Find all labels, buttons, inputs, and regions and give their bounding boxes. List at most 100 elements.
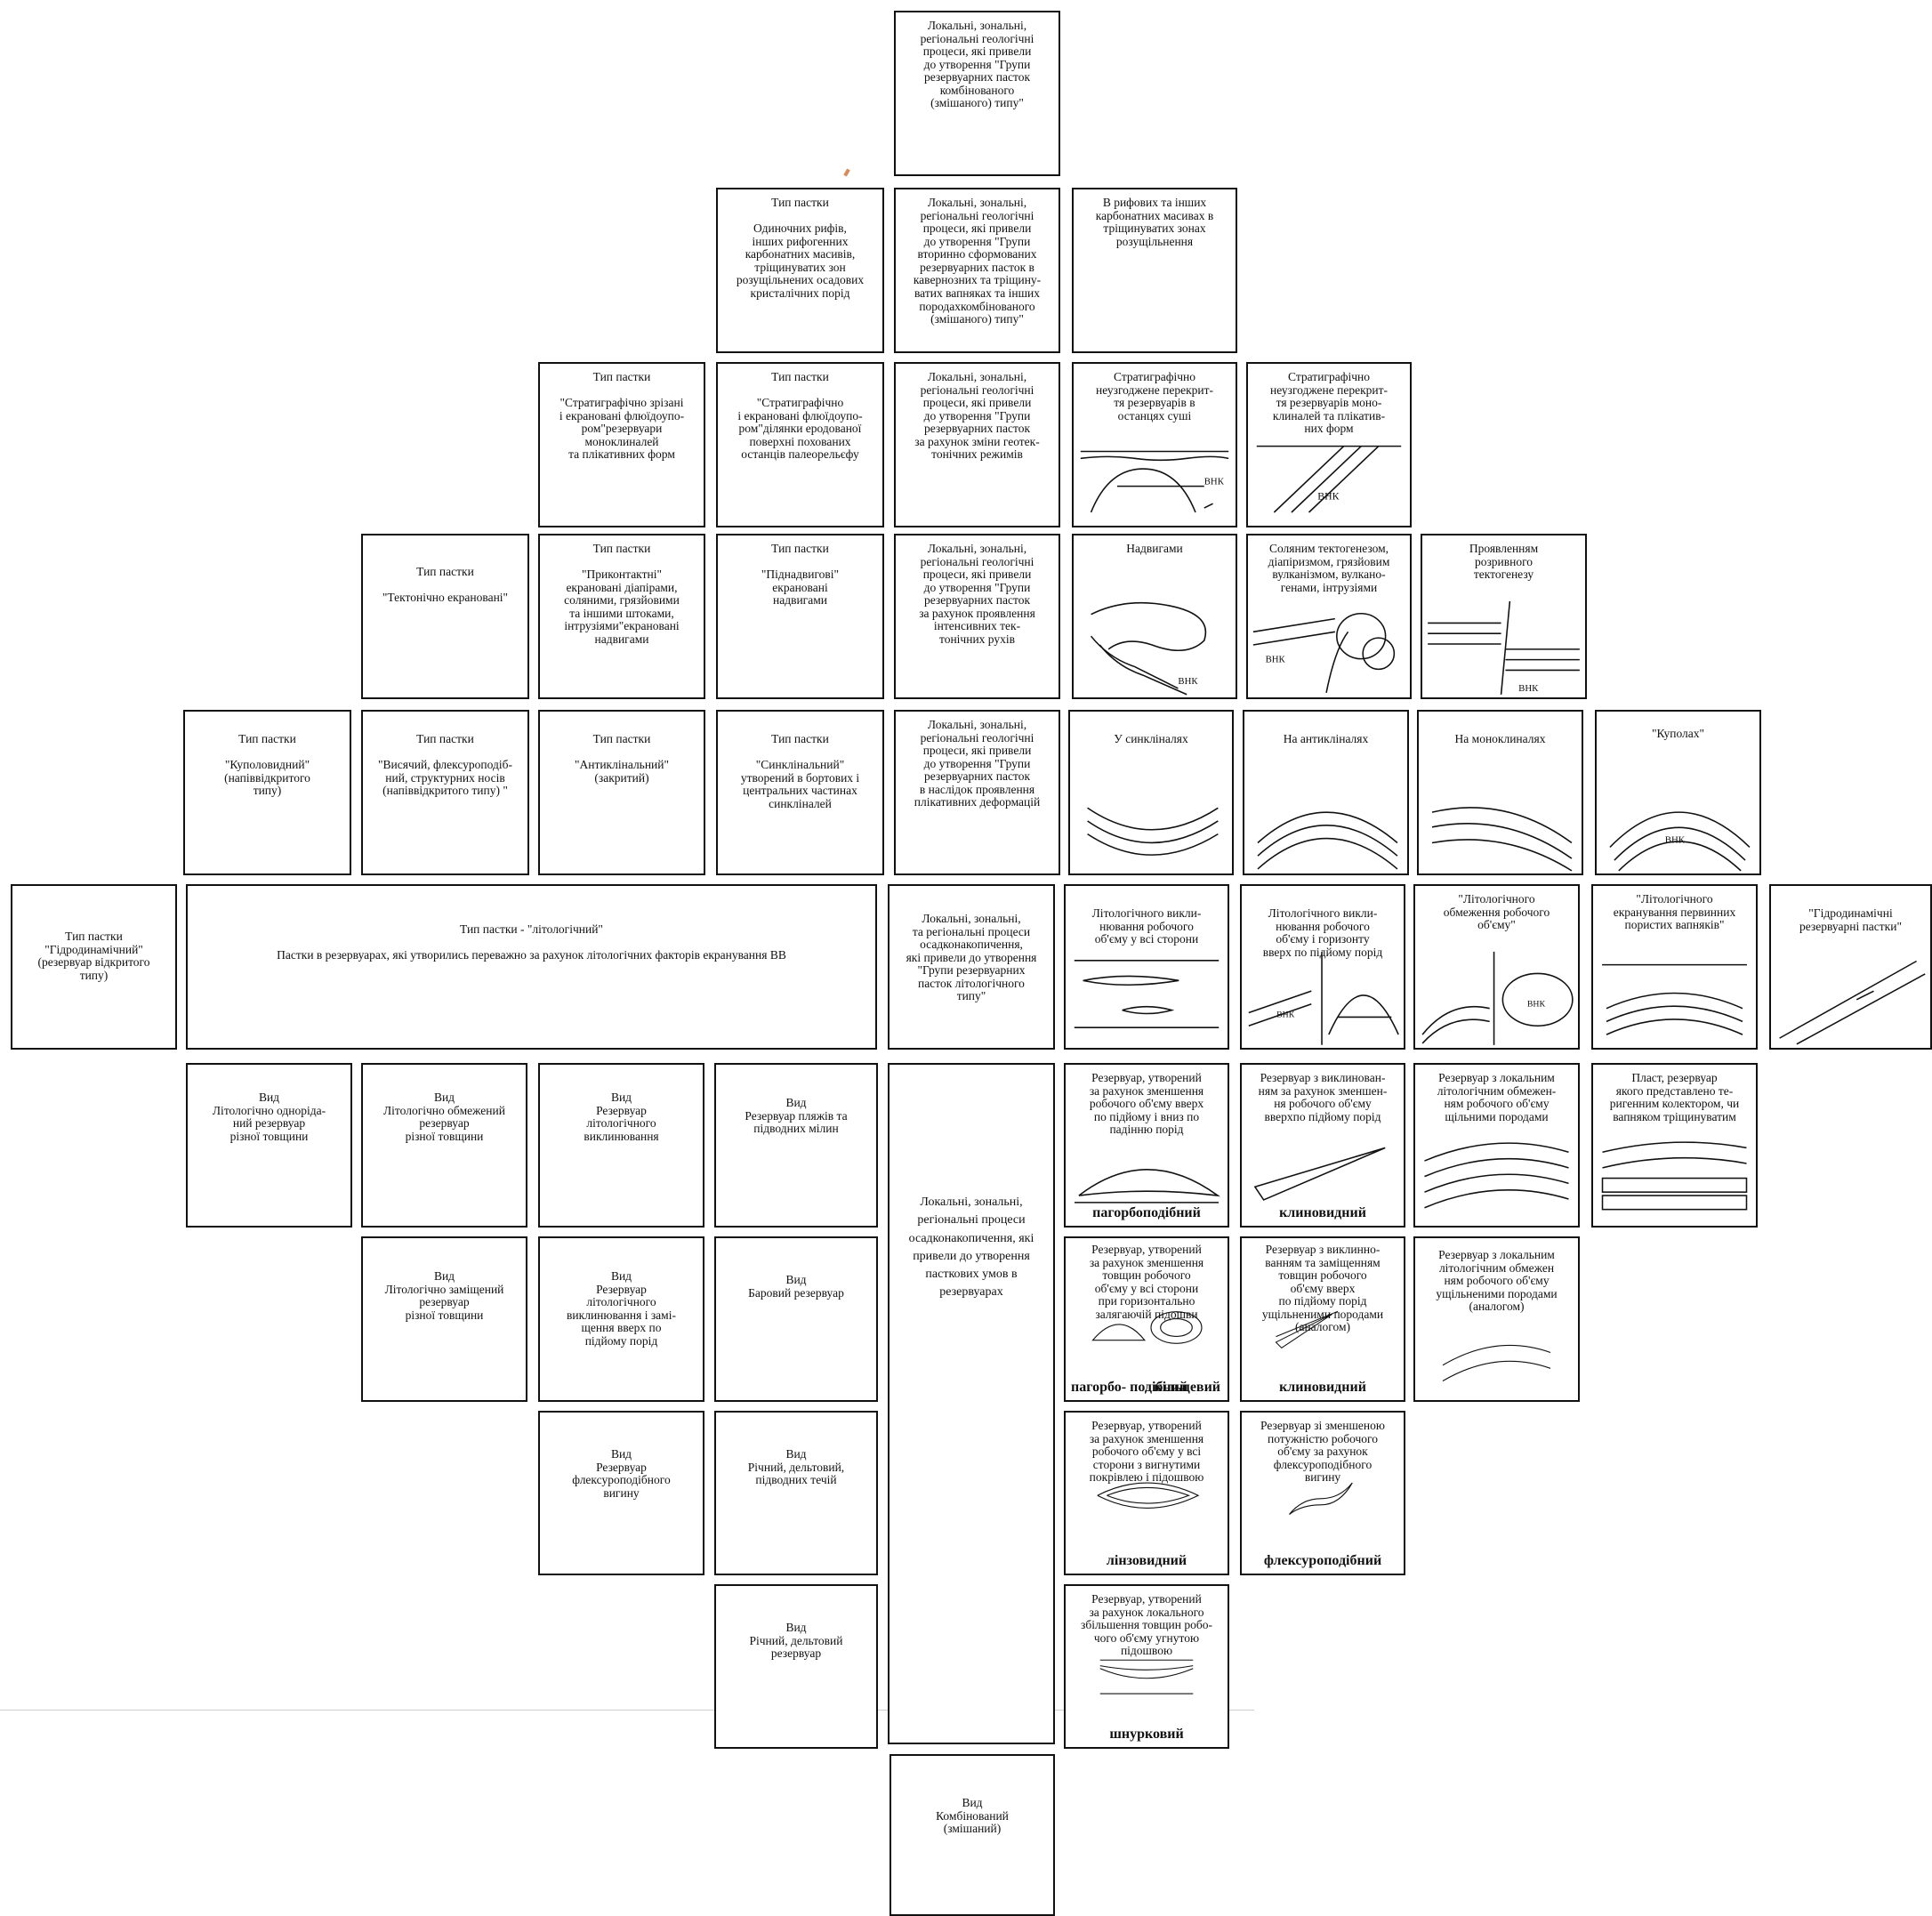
trap-type-lithologic: Тип пастки - "літологічний" Пастки в рез… xyxy=(186,884,877,1050)
box-text: Літологічного викли- нювання робочого об… xyxy=(1262,906,1383,959)
box-text: На антикліналях xyxy=(1283,732,1369,745)
sketch-wedge-replace xyxy=(1275,1310,1339,1349)
subtype-lens: Резервуар, утворений за рахунок зменшенн… xyxy=(1064,1411,1229,1575)
trap-type-hydrodynamic: Тип пастки "Гідродинамічний" (резервуар … xyxy=(11,884,177,1050)
trap-type-strat-cut: Тип пастки "Стратиграфічно зрізані і екр… xyxy=(538,362,705,527)
box-text: Проявленням розривного тектогенезу xyxy=(1469,542,1539,582)
subtype-hydrodynamic: "Гідродинамічні резервуарні пастки" xyxy=(1769,884,1932,1050)
box-text: Стратиграфічно неузгоджене перекрит- тя … xyxy=(1269,370,1388,436)
subtype-reef-massifs: В рифових та інших карбонатних масивах в… xyxy=(1072,188,1237,353)
subtype-synclines: У синкліналях xyxy=(1068,710,1234,875)
box-text: Локальні, зональні, регіональні геологіч… xyxy=(914,370,1040,462)
trap-type-tectonic: Тип пастки "Тектонічно екрановані" xyxy=(361,534,529,699)
process-box-secondary: Локальні, зональні, регіональні геологіч… xyxy=(894,188,1060,353)
sketch-hydro xyxy=(1779,961,1926,1045)
sketch-anticline xyxy=(1257,811,1398,870)
vnk-label: ВНК xyxy=(1276,1010,1295,1020)
trap-type-subthrust: Тип пастки "Піднадвигові" екрановані над… xyxy=(716,534,884,699)
kind-flexure: Вид Резервуар флексуроподібного вигину xyxy=(538,1411,704,1575)
kind-combined: Вид Комбінований (змішаний) xyxy=(890,1754,1055,1916)
kind-beach: Вид Резервуар пляжів та підводних мілин xyxy=(714,1063,878,1228)
vnk-label: ВНК xyxy=(1204,477,1225,487)
vnk-label: ВНК xyxy=(1527,1000,1546,1010)
subtype-domes: "Куполах" ВНК xyxy=(1595,710,1761,875)
subtype-mound: Резервуар, утворений за рахунок зменшенн… xyxy=(1064,1063,1229,1228)
sketch-local-limit xyxy=(1424,1142,1569,1209)
caption-mound-2: пагорбо- подібний xyxy=(1071,1380,1188,1395)
vnk-label: ВНК xyxy=(1518,683,1539,694)
sketch-monocline xyxy=(1431,807,1573,872)
subtype-flexure: Резервуар зі зменшеною потужністю робочо… xyxy=(1240,1411,1405,1575)
sketch-pinchout: ВНК xyxy=(1248,952,1399,1045)
subtype-lith-pinchout-all: Літологічного викли- нювання робочого об… xyxy=(1064,884,1229,1050)
sketch-monocline-cut: ВНК xyxy=(1256,446,1402,513)
caption-wedge: клиновидний xyxy=(1279,1204,1366,1220)
subtype-lith-limit: "Літологічного обмеження робочого об'єму… xyxy=(1413,884,1580,1050)
vnk-label: ВНК xyxy=(1665,835,1686,846)
box-text: Резервуар, утворений за рахунок зменшенн… xyxy=(1089,1071,1204,1137)
box-text: Локальні, зональні, регіональні геологіч… xyxy=(914,718,1041,809)
box-text: Вид Літологічно одноріда- ний резервуар … xyxy=(212,1091,326,1143)
trap-type-syncline: Тип пастки "Синклінальний" утворений в б… xyxy=(716,710,884,875)
box-text: Вид Резервуар літологічного виклинювання… xyxy=(567,1269,676,1348)
box-text: Літологічного викли- нювання робочого об… xyxy=(1091,906,1202,946)
subtype-strat-land: Стратиграфічно неузгоджене перекрит- тя … xyxy=(1072,362,1237,527)
box-text: Соляним тектогенезом, діапіризмом, грязй… xyxy=(1268,542,1390,594)
box-text: Тип пастки "Синклінальний" утворений в б… xyxy=(740,732,860,810)
vnk-label: ВНК xyxy=(1178,676,1198,687)
box-text: Локальні, зональні, регіональні процеси … xyxy=(908,1195,1034,1300)
sketch-fractured xyxy=(1601,1141,1748,1211)
trap-type-contact: Тип пастки "Приконтактні" екрановані діа… xyxy=(538,534,705,699)
subtype-fractured: Пласт, резервуар якого представлено те- … xyxy=(1591,1063,1758,1228)
box-text: Вид Річний, дельтовий резервуар xyxy=(749,1621,843,1661)
caption-flexure: флексуроподібний xyxy=(1263,1552,1382,1568)
box-text: Тип пастки Одиночних рифів, інших рифоге… xyxy=(736,196,865,301)
box-text: Тип пастки "Куполовидний" (напіввідкрито… xyxy=(224,732,310,798)
subtype-shoestring: Резервуар, утворений за рахунок локально… xyxy=(1064,1584,1229,1749)
caption-lens: лінзовидний xyxy=(1106,1552,1187,1568)
box-text: Стратиграфічно неузгоджене перекрит- тя … xyxy=(1095,370,1213,423)
box-text: Локальні, зональні, регіональні геологіч… xyxy=(913,196,1042,326)
subtype-wedge-replace: Резервуар з виклинно- ванням та заміщенн… xyxy=(1240,1236,1405,1402)
sketch-limit: ВНК xyxy=(1421,952,1574,1046)
kind-river-delta: Вид Річний, дельтовий, підводних течій xyxy=(714,1411,878,1575)
sketch-mound xyxy=(1075,1168,1220,1204)
box-text: У синкліналях xyxy=(1114,732,1188,745)
sketch-thrust: ВНК xyxy=(1090,602,1207,696)
trap-type-strat-eroded: Тип пастки "Стратиграфічно і екрановані … xyxy=(716,362,884,527)
caption-mound: пагорбоподібний xyxy=(1092,1204,1201,1220)
kind-pinchout: Вид Резервуар літологічного виклинювання xyxy=(538,1063,704,1228)
trap-type-dome: Тип пастки "Куполовидний" (напіввідкрито… xyxy=(183,710,351,875)
box-text: Резервуар зі зменшеною потужністю робочо… xyxy=(1260,1419,1385,1485)
vnk-label: ВНК xyxy=(1317,490,1339,502)
box-text: Пласт, резервуар якого представлено те- … xyxy=(1609,1071,1740,1123)
caption-ring: кільцевий xyxy=(1154,1379,1221,1395)
box-text: Тип пастки "Піднадвигові" екрановані над… xyxy=(761,542,840,608)
box-text: Вид Літологічно обмежений резервуар різн… xyxy=(383,1091,505,1143)
caption-wedge-2: клиновидний xyxy=(1279,1379,1366,1395)
sketch-shoestring xyxy=(1099,1659,1194,1695)
box-text: "Куполах" xyxy=(1651,727,1705,740)
box-text: Тип пастки "Тектонічно екрановані" xyxy=(382,565,509,605)
box-text: На моноклиналях xyxy=(1454,732,1546,745)
subtype-lith-pinchout-up: Літологічного викли- нювання робочого об… xyxy=(1240,884,1405,1050)
box-text: Вид Резервуар літологічного виклинювання xyxy=(584,1091,659,1143)
trap-type-hanging: Тип пастки "Висячий, флексуроподіб- ний,… xyxy=(361,710,529,875)
box-text: Резервуар з виклинно- ванням та заміщенн… xyxy=(1261,1243,1384,1334)
box-text: Резервуар, утворений за рахунок зменшенн… xyxy=(1089,1243,1204,1321)
box-text: Надвигами xyxy=(1126,542,1183,555)
sketch-lens-flat xyxy=(1074,960,1220,1029)
box-text: Тип пастки "Стратиграфічно зрізані і екр… xyxy=(559,370,685,462)
box-text: Резервуар з локальним літологічним обмеж… xyxy=(1436,1248,1558,1314)
box-text: Вид Літологічно заміщений резервуар різн… xyxy=(384,1269,504,1322)
scan-speck xyxy=(843,168,850,177)
box-text: Тип пастки "Гідродинамічний" (резервуар … xyxy=(37,930,150,982)
sketch-mound-ring xyxy=(1091,1311,1203,1344)
subtype-mound-ring: Резервуар, утворений за рахунок зменшенн… xyxy=(1064,1236,1229,1402)
box-text: "Літологічного обмеження робочого об'єму… xyxy=(1443,892,1550,932)
subtype-fault: Проявленням розривного тектогенезу ВНК xyxy=(1421,534,1587,699)
sketch-local-analog xyxy=(1442,1345,1551,1382)
box-text: "Літологічного екранування первинних пор… xyxy=(1613,892,1736,932)
subtype-monoclines: На моноклиналях xyxy=(1417,710,1583,875)
sketch-wedge xyxy=(1253,1147,1386,1201)
